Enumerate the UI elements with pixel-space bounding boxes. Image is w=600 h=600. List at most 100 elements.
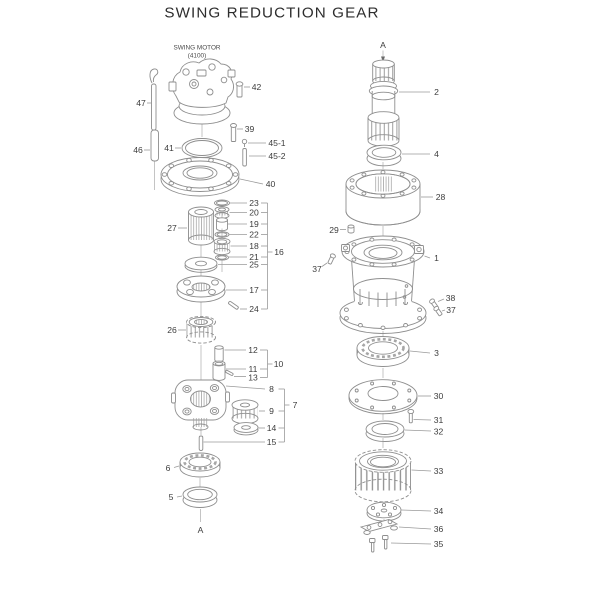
callout-30: 30	[418, 391, 443, 401]
part-46-pipe	[150, 129, 159, 162]
callout-40: 40	[239, 178, 276, 189]
part-32-seal-ring	[365, 420, 405, 442]
part-15-pin	[198, 435, 204, 451]
callout-6: 6	[166, 463, 180, 473]
callout-45-1-label: 45-1	[268, 138, 285, 148]
callout-34-label: 34	[434, 506, 444, 516]
part-47-hook-rod	[149, 68, 159, 131]
callout-41-label: 41	[164, 143, 174, 153]
part-14-washer	[233, 422, 259, 436]
part-29-plug	[347, 224, 355, 234]
part-35-bolts	[369, 535, 389, 553]
callout-26-label: 26	[167, 325, 177, 335]
part-19-bushing	[216, 217, 228, 232]
callout-42-label: 42	[252, 82, 262, 92]
callout-40-label: 40	[266, 179, 276, 189]
part-33-output-gear	[354, 449, 412, 503]
part-45-1-fitting	[241, 138, 248, 147]
callout-28: 28	[421, 192, 445, 202]
callout-25-label: 25	[249, 260, 259, 270]
part-23-o-ring	[214, 199, 230, 207]
callouts-left: 47 42 46 41 39 45-1 45-2 40	[133, 82, 297, 535]
callout-37-left-label: 37	[312, 264, 322, 274]
callout-32-label: 32	[434, 427, 444, 437]
callout-42: 42	[244, 82, 261, 92]
callout-45-2-label: 45-2	[268, 151, 285, 161]
part-13-pin	[225, 369, 234, 376]
part-36-lock-bracket	[359, 519, 399, 535]
callout-8-label: 8	[269, 384, 274, 394]
part-6-ball-bearing	[179, 452, 221, 478]
callout-18-label: 18	[249, 241, 259, 251]
callout-20-label: 20	[249, 208, 259, 218]
part-31-bolt	[407, 408, 415, 424]
part-9-planet-gear	[231, 399, 259, 425]
callout-2: 2	[399, 87, 439, 97]
part-26-pinion-gear	[186, 315, 216, 344]
arrow-down-icon	[381, 56, 385, 62]
callout-5: 5	[169, 492, 183, 502]
callout-27-label: 27	[167, 223, 177, 233]
callout-41: 41	[164, 143, 181, 153]
callout-38-label: 38	[446, 293, 456, 303]
callout-23-label: 23	[249, 198, 259, 208]
right-assembly	[327, 50, 443, 553]
callout-group-10: 12 11 13 10	[224, 345, 284, 383]
callout-37-right-label: 37	[446, 305, 456, 315]
callout-37-right: 37	[441, 305, 456, 315]
callout-14-label: 14	[267, 423, 277, 433]
callout-22-label: 22	[249, 230, 259, 240]
callout-38: 38	[437, 293, 456, 303]
callout-30-label: 30	[434, 391, 444, 401]
part-42-bolt	[235, 81, 244, 98]
callout-39: 39	[237, 124, 254, 134]
part-30-cover-plate	[348, 379, 418, 415]
callout-11-label: 11	[249, 364, 258, 374]
part-40-mounting-flange	[160, 157, 240, 197]
callout-16-label: 16	[274, 247, 284, 257]
callout-39-label: 39	[245, 124, 255, 134]
callout-12-label: 12	[248, 345, 258, 355]
callout-46-label: 46	[133, 145, 143, 155]
callout-13-label: 13	[248, 373, 258, 383]
left-assembly: SWING MOTOR (4100)	[149, 45, 259, 522]
axis-marker-top: A	[380, 40, 386, 50]
callout-6-label: 6	[166, 463, 171, 473]
callouts-right: A 2 4 28 29 1 37 38 3	[312, 40, 456, 549]
callout-27: 27	[167, 223, 187, 233]
callout-32: 32	[404, 427, 444, 437]
part-34-retainer-plate	[366, 501, 402, 522]
callout-33-label: 33	[434, 466, 444, 476]
callout-34: 34	[401, 506, 444, 516]
part-18-coupling	[213, 237, 231, 256]
callout-47: 47	[136, 98, 151, 108]
callout-46: 46	[133, 145, 150, 155]
callout-31: 31	[413, 415, 443, 425]
callout-4: 4	[402, 149, 439, 159]
part-2-drive-shaft	[367, 59, 400, 147]
part-39-bolt	[230, 123, 237, 142]
callout-26: 26	[167, 325, 186, 335]
part-3-ball-bearing	[356, 336, 410, 367]
callout-group-16: 23 20 19 22 18 21 25 17 24 16	[218, 198, 284, 314]
callout-10-label: 10	[274, 359, 284, 369]
motor-label-code: (4100)	[188, 53, 206, 60]
callout-36: 36	[398, 524, 444, 534]
callout-45-2: 45-2	[249, 151, 286, 161]
part-12-sleeve	[214, 345, 224, 363]
part-22-ring	[214, 231, 230, 238]
part-11-shaft	[212, 360, 226, 381]
part-37-bolt-right	[433, 305, 443, 317]
part-21-ring	[215, 254, 229, 261]
part-swing-motor	[168, 58, 236, 125]
callout-37-left: 37	[312, 262, 328, 274]
callout-29-label: 29	[329, 225, 339, 235]
callout-21-label: 21	[249, 252, 259, 262]
callout-7-label: 7	[293, 400, 298, 410]
motor-label-name: SWING MOTOR	[173, 45, 220, 52]
assembly-axis-lines-right	[381, 50, 385, 522]
part-1-gear-housing	[339, 235, 427, 334]
part-20-gear	[214, 206, 230, 219]
callout-36-label: 36	[434, 524, 444, 534]
